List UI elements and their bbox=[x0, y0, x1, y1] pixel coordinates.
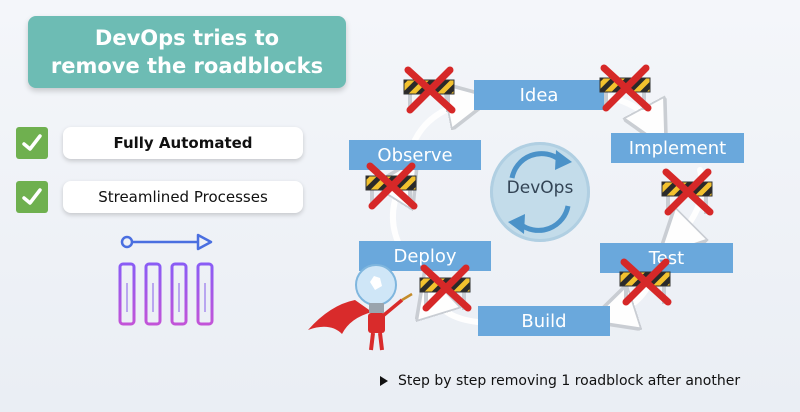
checkmark-icon bbox=[16, 127, 48, 159]
stage-build: Build bbox=[478, 306, 610, 336]
footnote-text: Step by step removing 1 roadblock after … bbox=[398, 373, 741, 389]
stage-implement: Implement bbox=[611, 133, 744, 163]
hub-label: DevOps bbox=[506, 178, 574, 198]
checkmark-icon bbox=[16, 181, 48, 213]
feature-streamlined-processes: Streamlined Processes bbox=[63, 181, 303, 213]
title-banner: DevOps tries to remove the roadblocks bbox=[28, 16, 346, 88]
stage-idea: Idea bbox=[474, 80, 604, 110]
devops-hub bbox=[490, 142, 590, 242]
stage-test: Test bbox=[600, 243, 733, 273]
feature-fully-automated: Fully Automated bbox=[63, 127, 303, 159]
footnote: Step by step removing 1 roadblock after … bbox=[380, 373, 740, 389]
title-line-2: remove the roadblocks bbox=[50, 54, 324, 78]
title-line-1: DevOps tries to bbox=[94, 26, 280, 50]
bullet-triangle-icon bbox=[380, 376, 388, 386]
